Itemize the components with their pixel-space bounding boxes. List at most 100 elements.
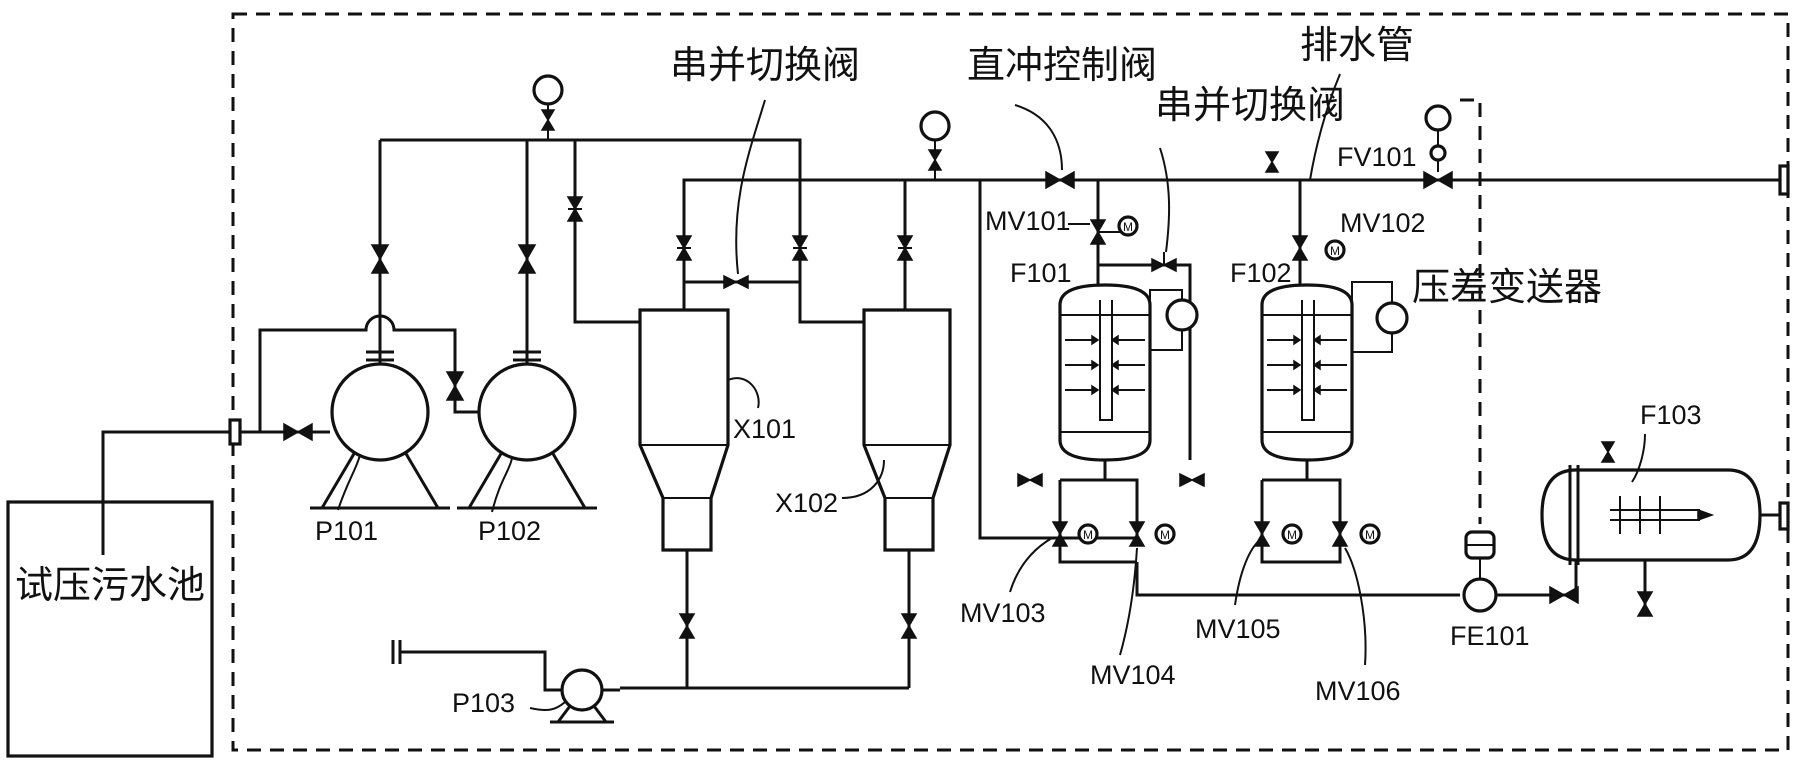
fe101-transmitter-stem	[1466, 544, 1494, 579]
f102-inner-lines	[1262, 300, 1352, 433]
f101-arrows	[1065, 334, 1145, 396]
f102-dp-transmitter	[1375, 301, 1409, 335]
mv103-motor	[1077, 523, 1099, 545]
pump-p102-body	[477, 362, 577, 462]
mv101-tag: MV101	[985, 206, 1071, 236]
series-parallel-valve-label-2: 串并切换阀	[1155, 85, 1345, 127]
fv101-gauge	[1424, 104, 1452, 132]
x102-inlet	[798, 282, 864, 324]
x101-series-branch	[684, 180, 802, 284]
direct-flush-control-valve	[1045, 170, 1075, 190]
inlet-valve	[283, 422, 313, 442]
lower-header-f101	[1058, 546, 1137, 564]
f101-body	[1058, 283, 1152, 462]
f102-outlet	[1305, 460, 1342, 538]
series-parallel-valve-label-1: 串并切换阀	[670, 45, 860, 87]
f103-element	[1610, 496, 1700, 534]
pool-label: 试压污水池	[15, 565, 205, 607]
inlet-flange	[228, 418, 242, 446]
header-pressure-gauge	[532, 74, 564, 106]
pump-crossover-valve	[445, 371, 465, 401]
branch-to-x101	[573, 140, 640, 324]
mv104-tag: MV104	[1090, 660, 1176, 690]
mv106-tag: MV106	[1315, 676, 1401, 706]
mv103-tag: MV103	[960, 598, 1046, 628]
f101-side-valve	[1017, 472, 1043, 488]
drain-pipe-leader	[1309, 73, 1341, 181]
pump-p102-base	[457, 451, 597, 510]
x101-overflow-valve	[675, 235, 693, 261]
dp-transmitter-label: 压差变送器	[1412, 267, 1602, 309]
mv105-motor-symbol: M	[1287, 528, 1297, 542]
main-pressure-gauge	[919, 110, 951, 142]
x102-underflow-valve	[900, 613, 918, 639]
x102-tag: X102	[775, 488, 838, 518]
x101-overflow	[682, 178, 965, 310]
mv105-motor	[1281, 523, 1303, 545]
pump-p103-body	[560, 668, 604, 712]
x102-leader	[841, 459, 885, 499]
pump-discharge-header	[380, 138, 802, 178]
mv102-tag: MV102	[1340, 208, 1426, 238]
mv106-leader	[1344, 547, 1367, 666]
x102-overflow-valve	[896, 235, 914, 261]
f103-outlet-flange	[1778, 501, 1790, 531]
direct-flush-valve-label: 直冲控制阀	[967, 45, 1157, 87]
p103-tag: P103	[452, 688, 515, 718]
filter-series-parallel-valve	[1151, 252, 1177, 273]
pump-p101-body	[330, 362, 430, 462]
cyclone-x102-cone-line	[864, 444, 950, 499]
fe101-body	[1462, 577, 1498, 613]
f103-leader	[1631, 433, 1646, 483]
mv105-tag: MV105	[1195, 614, 1281, 644]
mv103-leader	[1009, 537, 1053, 593]
f103-body	[1540, 468, 1762, 562]
f102-side-valve	[1179, 472, 1205, 488]
header-gauge-valve	[540, 109, 556, 131]
mv101-valve	[1089, 219, 1107, 245]
mv101-motor	[1117, 215, 1139, 237]
mv102-motor	[1324, 239, 1346, 261]
f103-vent-valve	[1600, 441, 1616, 463]
series-parallel-valve-leader-1	[735, 99, 766, 275]
fv101-valve	[1423, 170, 1453, 190]
f103-tag: F103	[1640, 400, 1702, 430]
skid-boundary	[231, 12, 1790, 752]
p101-tag: P101	[315, 516, 378, 546]
fe101-outlet-valve	[1549, 585, 1579, 605]
p101-discharge-valve	[370, 244, 390, 274]
f102-tag: F102	[1230, 258, 1292, 288]
fv101-tag: FV101	[1337, 142, 1417, 172]
f101-outlet	[1103, 460, 1139, 538]
f101-dp-transmitter	[1165, 298, 1199, 332]
mv106-motor-symbol: M	[1365, 528, 1375, 542]
test-pressure-sewage-pool	[6, 500, 214, 758]
cyclone-x102-body	[862, 308, 952, 552]
mv101-motor-symbol: M	[1123, 220, 1133, 234]
p102-tag: P102	[478, 516, 541, 546]
f103-flange	[1568, 465, 1580, 565]
mv102-motor-symbol: M	[1330, 244, 1340, 258]
outlet-flange-main	[1778, 164, 1790, 196]
drain-vent-valve	[1264, 151, 1280, 173]
mv104-motor-symbol: M	[1160, 528, 1170, 542]
f102-arrows	[1267, 334, 1347, 396]
pump-suction-header	[258, 314, 479, 432]
cyclone-series-parallel-valve	[723, 274, 749, 290]
lower-header	[1135, 562, 1460, 597]
x101-tag: X101	[733, 414, 796, 444]
f101-series-line	[1098, 263, 1192, 460]
fv101-signal	[1460, 98, 1482, 524]
mv103-motor-symbol: M	[1083, 528, 1093, 542]
mv106-motor	[1359, 523, 1381, 545]
lower-header-f102	[1260, 546, 1342, 564]
mv105-valve	[1253, 521, 1271, 547]
p102-leader	[491, 457, 513, 513]
cyclone-x101-body	[638, 308, 730, 552]
p101-leader	[337, 454, 361, 511]
fe101-tag: FE101	[1450, 621, 1530, 651]
p103-discharge	[400, 650, 562, 692]
f101-tag: F101	[1010, 258, 1072, 288]
fv101-positioner	[1429, 144, 1447, 162]
